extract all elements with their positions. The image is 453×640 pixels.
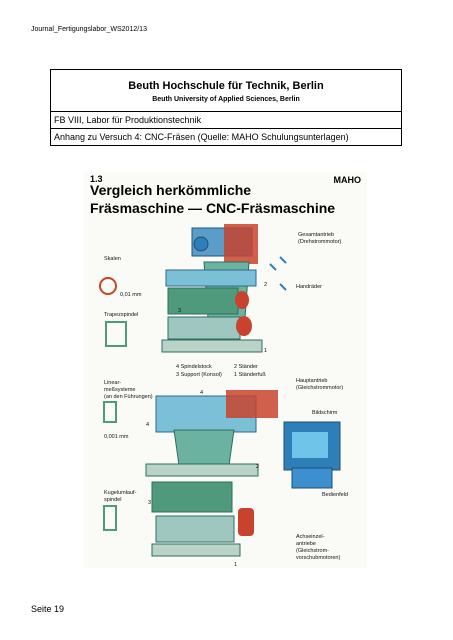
label-gesamtantrieb: Gesamtantrieb [298, 232, 335, 238]
conventional-milling-machine [99, 224, 287, 353]
legend-item-2: 3 Support (Konsol) [176, 372, 222, 378]
label-achseinzel: Achseinzel- [296, 534, 325, 540]
callout-4b: 4 [146, 422, 150, 428]
label-spindel: spindel [104, 497, 122, 503]
label-bildschirm: Bildschirm [312, 410, 338, 416]
label-bedienfeld: Bedienfeld [322, 492, 348, 498]
label-drehstrommotor: (Drehstrommotor) [298, 239, 342, 245]
callout-1: 1 [264, 348, 268, 354]
institution-title: Beuth Hochschule für Technik, Berlin [128, 80, 324, 92]
label-kugelumlauf: Kugelumlauf- [104, 490, 137, 496]
figure-brand-logo: MAHO [333, 175, 362, 185]
label-antriebe: antriebe [296, 541, 316, 547]
label-messsysteme: meßsysteme [104, 387, 136, 393]
page-number: Seite 19 [31, 604, 65, 614]
callout-3b: 3 [148, 500, 152, 506]
appendix-row: Anhang zu Versuch 4: CNC-Fräsen (Quelle:… [50, 128, 402, 146]
label-vorschubmotoren: vorschubmotoren) [296, 555, 341, 561]
label-hauptantrieb: Hauptantrieb [296, 378, 328, 384]
machine-illustration [99, 224, 341, 557]
label-linear-value: 0,001 mm [104, 434, 129, 440]
legend-item-3: 2 Ständer [234, 364, 258, 370]
callout-4: 4 [200, 390, 204, 396]
institution-subtitle: Beuth University of Applied Sciences, Be… [152, 96, 300, 103]
figure-number: 1.3 [90, 174, 103, 184]
department-row: FB VIII, Labor für Produktionstechnik [50, 111, 402, 129]
callout-2b: 2 [256, 464, 260, 470]
callout-2: 2 [264, 282, 268, 288]
legend-item-4: 1 Ständerfuß [234, 372, 266, 378]
label-scale-value: 0,01 mm [120, 292, 142, 298]
title-cell: Beuth Hochschule für Technik, Berlin Beu… [50, 69, 402, 112]
callout-1b: 1 [234, 562, 238, 568]
label-an-fuehrungen: (an den Führungen) [104, 394, 153, 400]
label-trapezspindel: Trapezspindel [104, 312, 139, 318]
callout-3: 3 [178, 308, 182, 314]
running-header: Journal_Fertigungslabor_WS2012/13 [31, 26, 147, 33]
label-skalen: Skalen [104, 256, 121, 262]
figure-title-line2: Fräsmaschine — CNC-Fräsmaschine [90, 200, 336, 216]
machine-comparison-figure: 1.3 MAHO Vergleich herkömmliche Fräsmasc… [84, 172, 367, 568]
cnc-milling-machine [103, 390, 341, 557]
document-header-table: Beuth Hochschule für Technik, Berlin Beu… [50, 69, 402, 146]
label-gleichstrom: (Gleichstrom- [296, 548, 330, 554]
figure-title-line1: Vergleich herkömmliche [90, 182, 252, 198]
label-gleichstrommotor: (Gleichstrommotor) [296, 385, 344, 391]
label-linear: Linear- [104, 380, 122, 386]
legend-item-1: 4 Spindelstock [176, 364, 212, 370]
label-handraeder: Handräder [296, 284, 322, 290]
